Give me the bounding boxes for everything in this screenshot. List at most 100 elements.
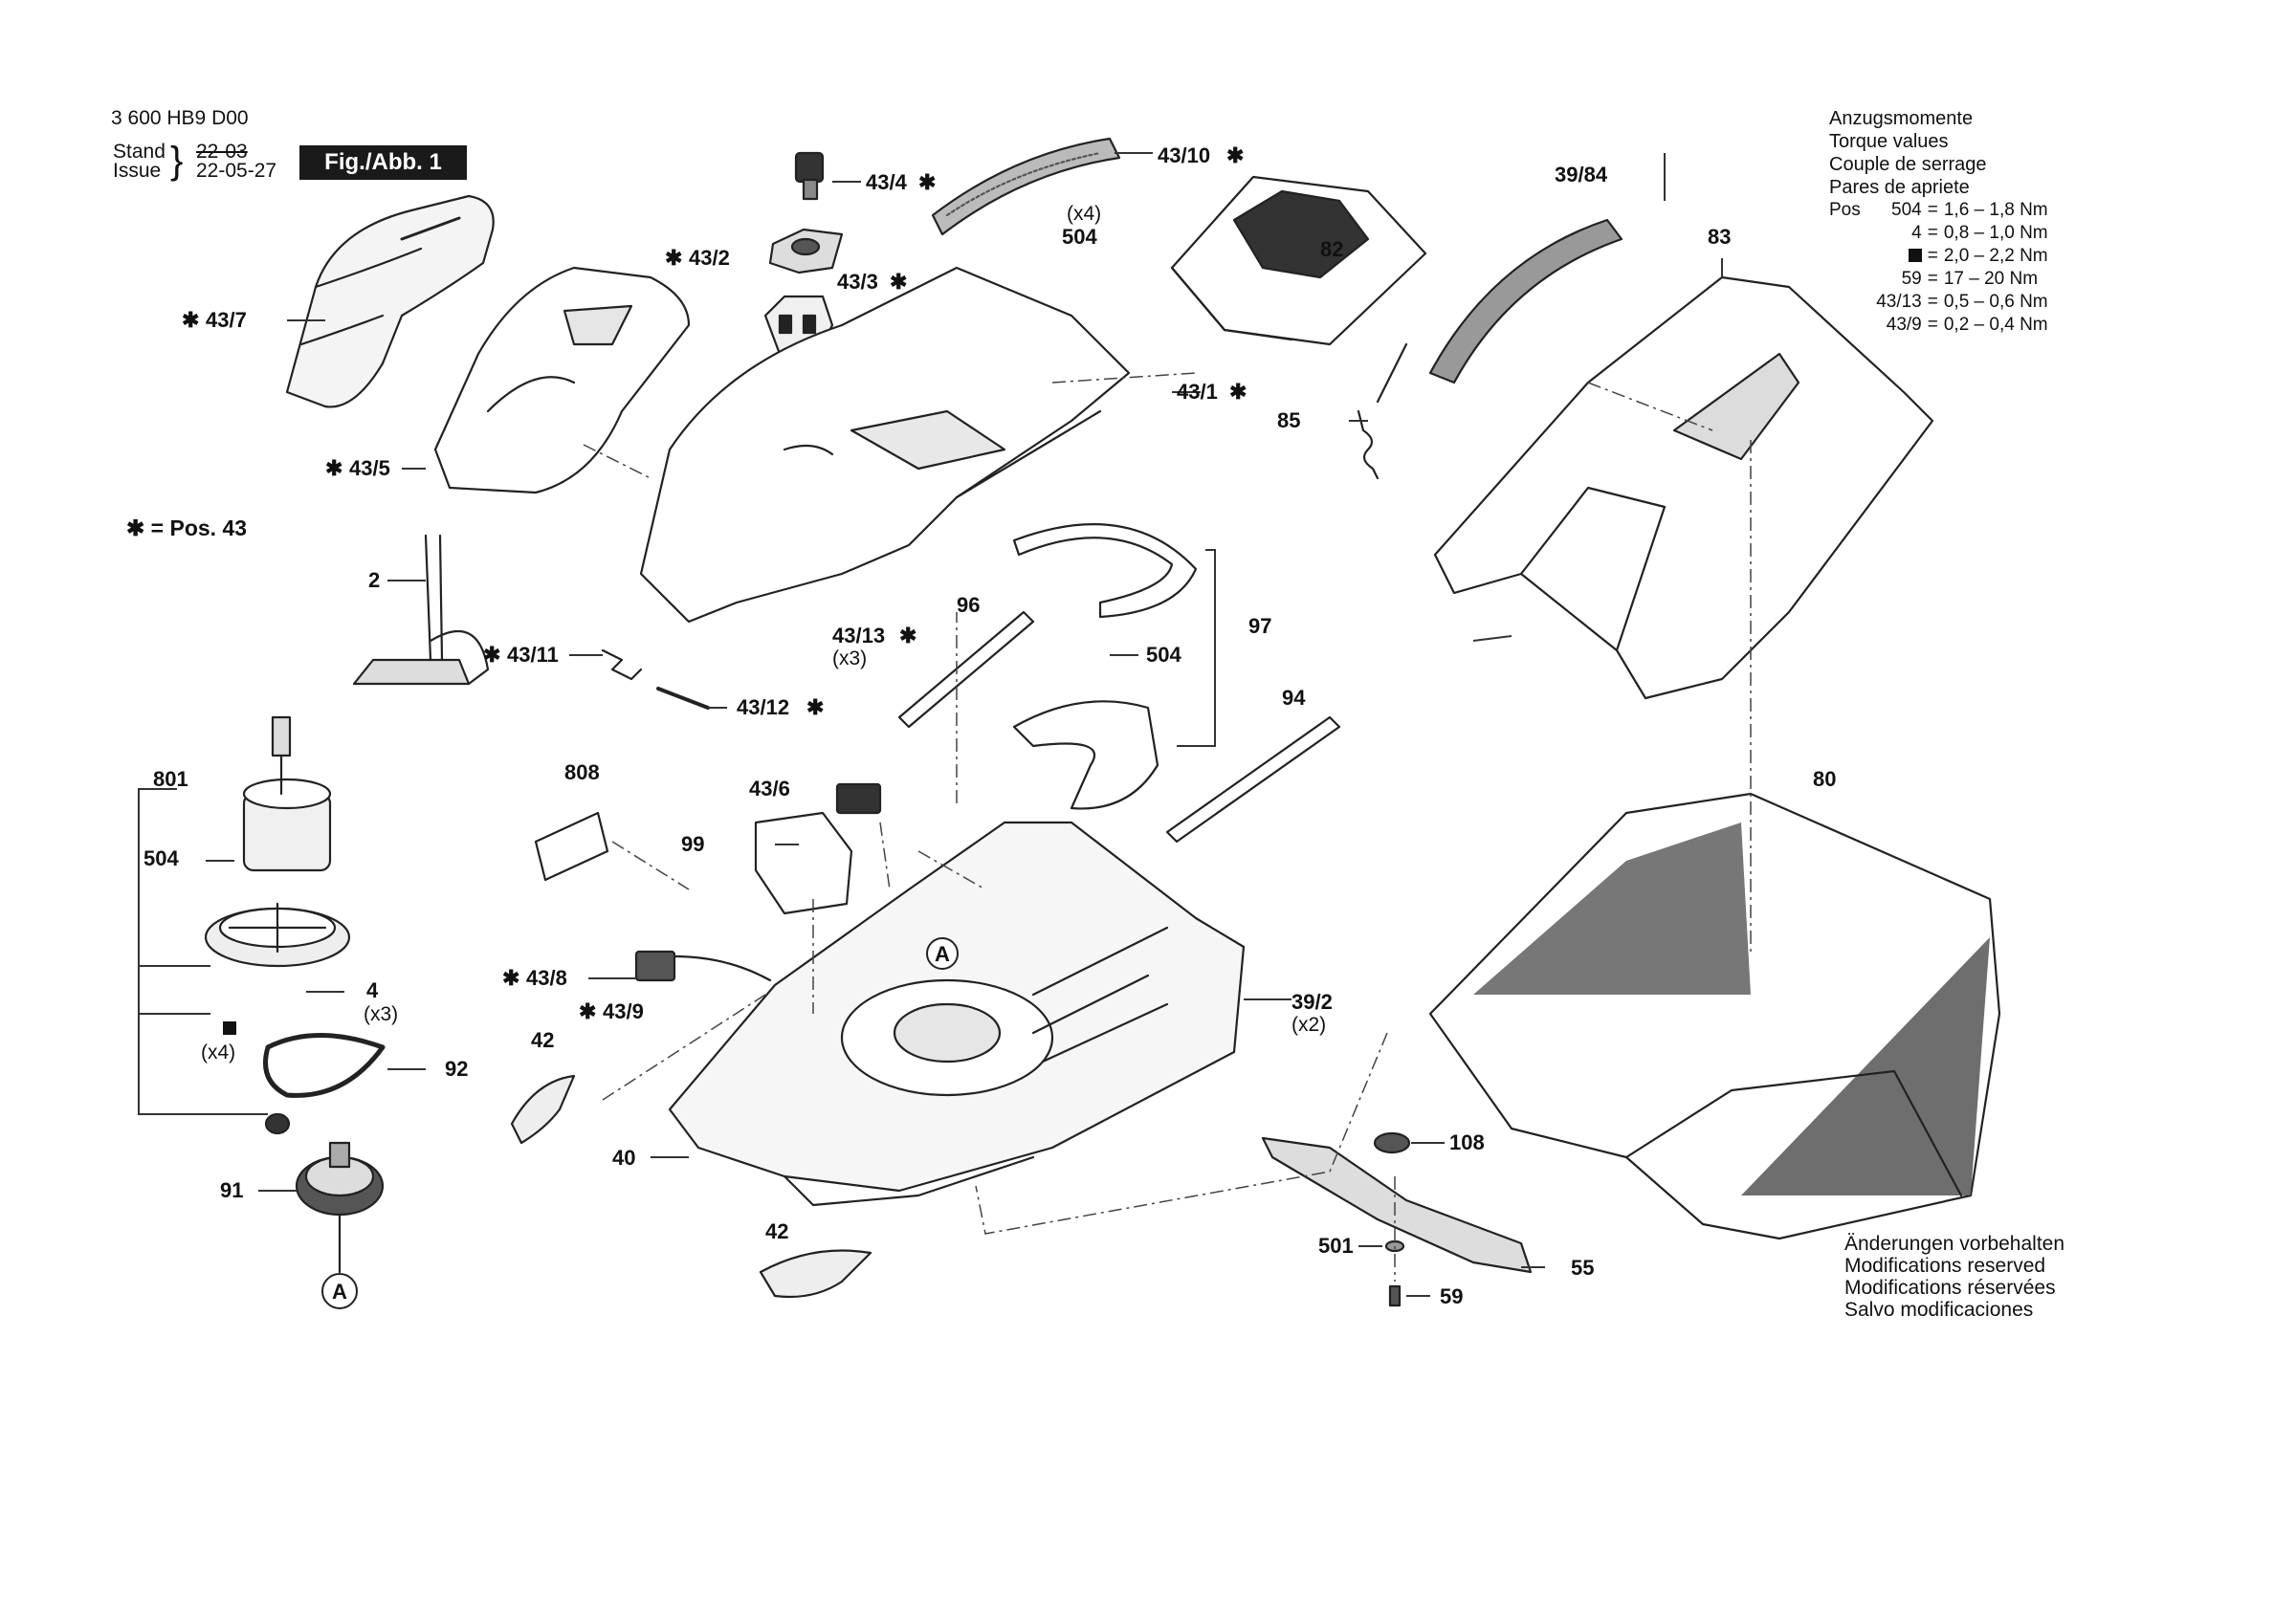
part-43-10-handle-grip [931,137,1121,236]
torque-value: 1,6 – 1,8 Nm [1943,200,2048,220]
label-43-11: 43/11 [507,643,559,667]
label-43-12: 43/12 [737,695,789,719]
label-43-2: 43/2 [689,246,730,270]
modifications-fr: Modifications réservées [1844,1277,2056,1299]
label-59: 59 [1440,1284,1463,1308]
label-x4-left: (x4) [201,1042,235,1064]
label-40: 40 [612,1146,635,1170]
label-circle-a-lower: A [332,1280,347,1304]
torque-values-panel: Anzugsmomente Torque values Couple de se… [1829,107,2054,337]
label-83: 83 [1708,225,1731,249]
label-39-84: 39/84 [1555,163,1608,186]
label-x2: (x2) [1292,1014,1326,1036]
label-504-top: 504 [1062,225,1097,249]
issue-date: 22-05-27 [196,160,277,182]
part-59-screw [1388,1284,1402,1307]
square-nut-icon [223,1021,236,1035]
label-43-1: 43/1 [1177,380,1218,404]
reference-circle-a-lower [321,1273,358,1309]
part-42-clip-upper [510,1074,576,1145]
star-icon: ✱ [806,695,824,719]
part-39-84-handle-grip [1428,218,1623,384]
part-801-motor [242,715,332,872]
label-43-7: 43/7 [206,308,247,332]
part-43-11-spring-clip [601,648,643,681]
label-43-6: 43/6 [749,777,790,801]
label-43-9: 43/9 [603,999,644,1023]
part-80-grass-box [1428,792,2001,1240]
reference-circle-a-upper [926,937,959,970]
part-97-rear-flap-ring [1012,523,1198,810]
part-82-control-panel [1170,175,1427,346]
label-91: 91 [220,1178,243,1202]
label-x3-b: (x3) [364,1003,398,1025]
part-108-blade-adapter [1373,1131,1411,1154]
label-808: 808 [564,760,600,784]
torque-title-es: Pares de apriete [1829,177,1970,198]
modifications-es: Salvo modificaciones [1844,1299,2034,1321]
torque-pos-label: Pos [1829,200,1861,220]
torque-row: 4=0,8 – 1,0 Nm [1829,222,2054,245]
torque-pos: 43/9 [1886,315,1922,335]
part-2-wiring-harness [352,534,490,686]
modifications-note: Änderungen vorbehalten Modifications res… [1844,1233,2064,1321]
star-icon: ✱ [126,515,145,540]
part-43-12-rod [656,687,710,710]
label-4: 4 [366,978,379,1002]
label-2: 2 [368,568,380,592]
torque-eq: = [1927,246,1938,266]
torque-row: =2,0 – 2,2 Nm [1829,245,2054,268]
part-85-spring [1357,342,1408,480]
torque-pos: 4 [1911,223,1922,243]
part-motor-flange [204,902,351,968]
label-55: 55 [1571,1256,1594,1280]
label-43-5: 43/5 [349,456,390,480]
star-note-text: = Pos. 43 [150,515,248,540]
part-43-5-inner-shell [433,266,691,494]
modifications-en: Modifications reserved [1844,1255,2046,1277]
star-icon: ✱ [483,643,500,667]
label-42-lower: 42 [765,1219,788,1243]
torque-eq: = [1927,292,1938,312]
label-99: 99 [681,832,704,856]
part-43-4-key [794,151,825,201]
label-42-upper: 42 [531,1028,554,1052]
torque-pos: 59 [1901,269,1922,289]
part-43-8-connector [634,950,772,982]
torque-value: 0,5 – 0,6 Nm [1943,292,2048,312]
label-43-10: 43/10 [1158,143,1210,167]
star-icon: ✱ [502,966,519,990]
label-94: 94 [1282,686,1306,710]
part-92-drive-belt [263,1033,386,1098]
label-43-4: 43/4 [866,170,908,194]
torque-pos: 504 [1891,200,1922,220]
label-97: 97 [1248,614,1271,638]
part-55-blade [1261,1136,1533,1274]
label-43-13: 43/13 [832,624,885,647]
star-icon: ✱ [890,270,907,294]
label-85: 85 [1277,408,1300,432]
brace-icon: } [170,140,184,182]
part-small-bearing [264,1112,291,1135]
part-43-2-key-holder [768,228,844,274]
torque-value: 0,2 – 0,4 Nm [1943,315,2048,335]
part-83-grass-box-cover [1433,275,1934,700]
part-43-7-top-cover [285,194,495,408]
issue-label: Issue [113,160,162,182]
label-801: 801 [153,767,188,791]
label-circle-a-upper: A [935,942,950,966]
label-x3-a: (x3) [832,647,867,669]
torque-title-de: Anzugsmomente [1829,108,1974,129]
torque-value: 2,0 – 2,2 Nm [1943,246,2048,266]
label-96: 96 [957,593,980,617]
star-icon: ✱ [918,170,936,194]
label-504-left: 504 [144,846,179,870]
part-94-axle-rod [1165,715,1341,844]
torque-title-en: Torque values [1829,131,1949,152]
label-80: 80 [1813,767,1836,791]
part-96-axle-rod [897,610,1035,729]
part-91-belt-pulley [295,1141,385,1274]
part-43-1-upper-housing [639,266,1131,624]
